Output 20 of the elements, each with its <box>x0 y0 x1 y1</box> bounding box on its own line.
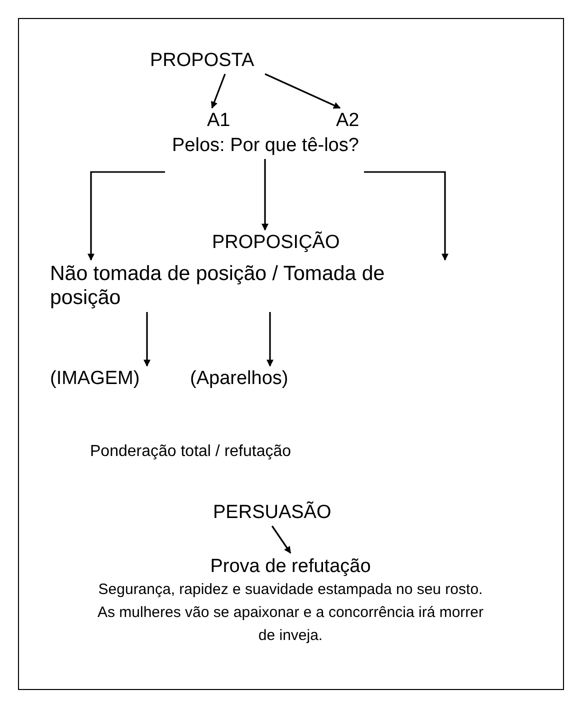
node-text: A2 <box>336 110 360 132</box>
node-text: (IMAGEM) <box>50 368 140 390</box>
node-text: PROPOSTA <box>150 50 254 72</box>
arrow <box>364 171 448 261</box>
arrow <box>210 74 226 109</box>
note-text: Ponderação total / refutação <box>90 442 292 461</box>
arrow <box>88 171 165 261</box>
node-text: (Aparelhos) <box>190 368 288 390</box>
node-text: Não tomada de posição / Tomada de posição <box>50 262 386 310</box>
node-text: A1 <box>207 110 230 132</box>
arrow <box>264 73 341 109</box>
arrow <box>271 526 292 554</box>
node-text: PERSUASÃO <box>213 502 332 524</box>
node-text: Pelos: Por que tê-los? <box>172 135 359 157</box>
arrow <box>266 312 274 367</box>
arrow <box>262 159 268 231</box>
node-text: PROPOSIÇÃO <box>212 232 340 254</box>
node-heading: Prova de refutação <box>209 555 372 578</box>
node-body: Segurança, rapidez e suavidade estampada no seu rosto. As mulheres vão se apaixonar e a concorrência irá morrer de inveja. <box>96 580 484 646</box>
arrow <box>144 312 150 367</box>
